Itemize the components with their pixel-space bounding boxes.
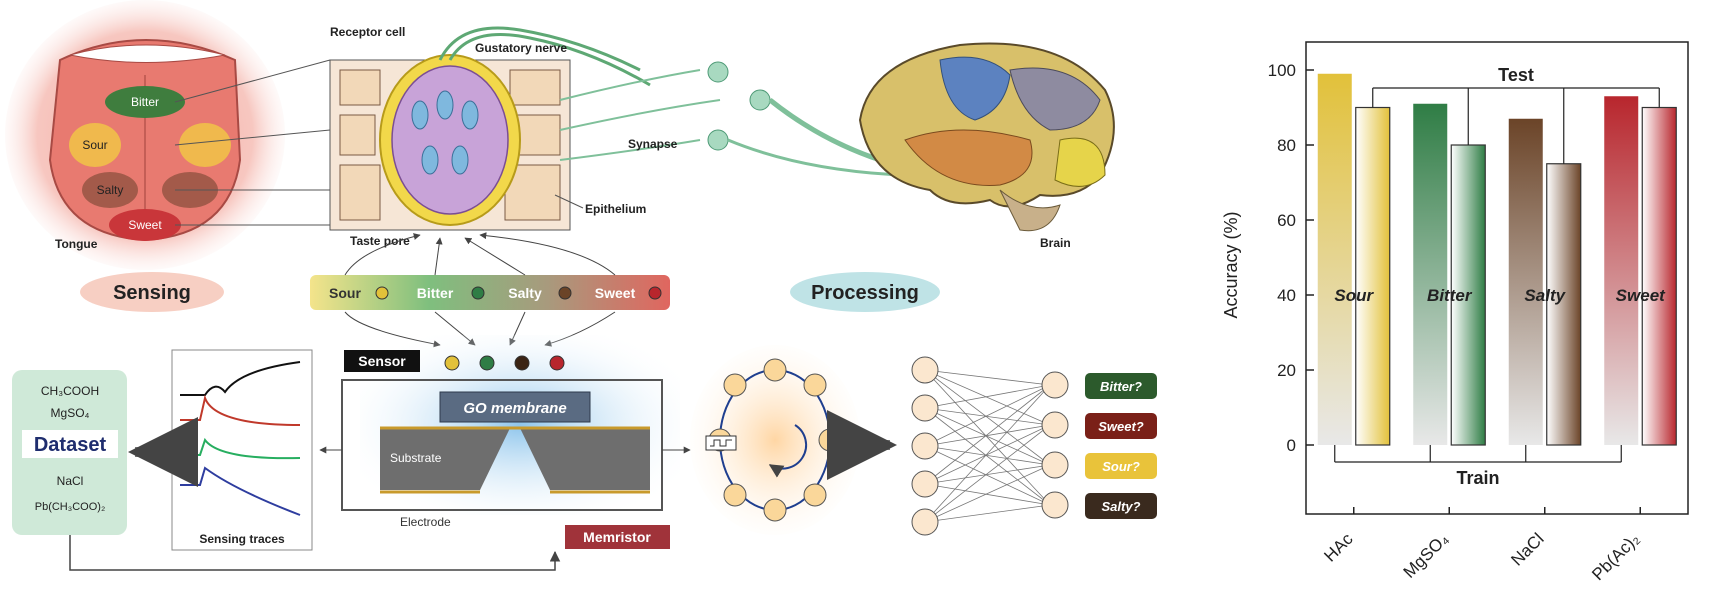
y-tick-label: 80 <box>1277 136 1296 155</box>
tongue-label-salty: Salty <box>97 183 124 197</box>
label-epithelium: Epithelium <box>585 202 646 216</box>
dataset-item-2: NaCl <box>57 474 84 488</box>
dataset-panel: CH₃COOH MgSO₄ Dataset NaCl Pb(CH₃COO)₂ <box>12 370 561 571</box>
bar-taste-label-0: Sour <box>1334 286 1374 305</box>
go-membrane-label: GO membrane <box>463 400 566 417</box>
y-tick-label: 0 <box>1287 436 1296 455</box>
x-tick-label-2: NaCl <box>1507 529 1547 569</box>
output-label-0: Bitter? <box>1100 379 1142 394</box>
label-brain: Brain <box>1040 236 1071 250</box>
sensing-badge: Sensing <box>80 272 224 312</box>
tongue-region-salty <box>82 172 138 208</box>
label-receptor-cell: Receptor cell <box>330 25 405 39</box>
taste-salty-label: Salty <box>508 285 542 301</box>
tongue-region-sweet <box>109 209 181 241</box>
substrate-label: Substrate <box>390 451 442 465</box>
bar-train-3 <box>1604 96 1639 445</box>
bar-train-0 <box>1317 73 1352 445</box>
processing-label: Processing <box>811 282 919 304</box>
taste-bud-illustration: Receptor cell Gustatory nerve Taste pore… <box>329 25 651 248</box>
sensor-label: Sensor <box>358 353 406 369</box>
label-gustatory-nerve: Gustatory nerve <box>475 41 567 55</box>
dataset-item-1: MgSO₄ <box>51 406 90 420</box>
bar-taste-label-1: Bitter <box>1427 286 1473 305</box>
sensing-traces-label: Sensing traces <box>199 532 285 546</box>
bar-taste-label-3: Sweet <box>1616 286 1666 305</box>
x-tick-label-1: MgSO₄ <box>1400 529 1452 581</box>
processing-badge: Processing <box>790 272 940 312</box>
output-label-1: Sweet? <box>1098 419 1144 434</box>
x-tick-label-3: Pb(Ac)₂ <box>1588 529 1643 584</box>
brain-illustration: Brain <box>858 42 1115 250</box>
sensor-device: Sensor GO membrane Substrate Electrode M… <box>319 335 691 549</box>
accuracy-bar-chart: Accuracy (%) 0 20 40 60 80 100 Sour Bitter Salt… <box>1221 41 1689 584</box>
taste-sour-label: Sour <box>329 285 361 301</box>
electrode-label: Electrode <box>400 515 451 529</box>
output-label-2: Sour? <box>1102 459 1140 474</box>
tongue-label-bitter: Bitter <box>131 95 159 109</box>
memristor-label: Memristor <box>583 529 651 545</box>
tongue-label-sweet: Sweet <box>128 218 162 232</box>
train-bracket-label: Train <box>1456 468 1499 488</box>
test-bracket-label: Test <box>1498 65 1534 85</box>
x-tick-label-0: HAc <box>1320 529 1356 565</box>
dataset-label: Dataset <box>34 434 107 456</box>
label-synapse: Synapse <box>628 137 678 151</box>
y-tick-label: 60 <box>1277 211 1296 230</box>
bar-test-1 <box>1450 144 1486 446</box>
y-tick-label: 20 <box>1277 361 1296 380</box>
tongue-region-sour <box>69 123 121 167</box>
y-axis-label: Accuracy (%) <box>1221 211 1241 318</box>
tongue-region-sour-right <box>179 123 231 167</box>
reservoir-ring <box>690 345 897 535</box>
chart-frame <box>1305 41 1689 515</box>
bar-train-1 <box>1413 103 1448 445</box>
bar-test-3 <box>1641 106 1677 446</box>
output-label-3: Salty? <box>1101 499 1140 514</box>
bar-train-2 <box>1508 118 1543 445</box>
readout-network: Bitter? Sweet? Sour? Salty? <box>911 356 1157 536</box>
dataset-item-3: Pb(CH₃COO)₂ <box>35 501 105 513</box>
y-tick-label: 40 <box>1277 286 1296 305</box>
bar-taste-label-2: Salty <box>1524 286 1566 305</box>
tongue-region-bitter <box>105 86 185 118</box>
dataset-item-0: CH₃COOH <box>41 384 99 398</box>
taste-sweet-label: Sweet <box>595 285 636 301</box>
bar-test-0 <box>1355 106 1391 446</box>
sensing-label: Sensing <box>113 282 191 304</box>
y-tick-label: 100 <box>1268 61 1296 80</box>
label-taste-pore: Taste pore <box>350 234 410 248</box>
tongue-label: Tongue <box>55 237 98 251</box>
taste-bitter-label: Bitter <box>417 285 454 301</box>
taste-strip: Sour Bitter Salty Sweet <box>310 232 670 348</box>
sensing-traces-panel: Sensing traces <box>171 349 313 551</box>
tongue-illustration: Bitter Sour Salty Sweet Tongue <box>5 0 331 270</box>
tongue-label-sour: Sour <box>82 138 107 152</box>
